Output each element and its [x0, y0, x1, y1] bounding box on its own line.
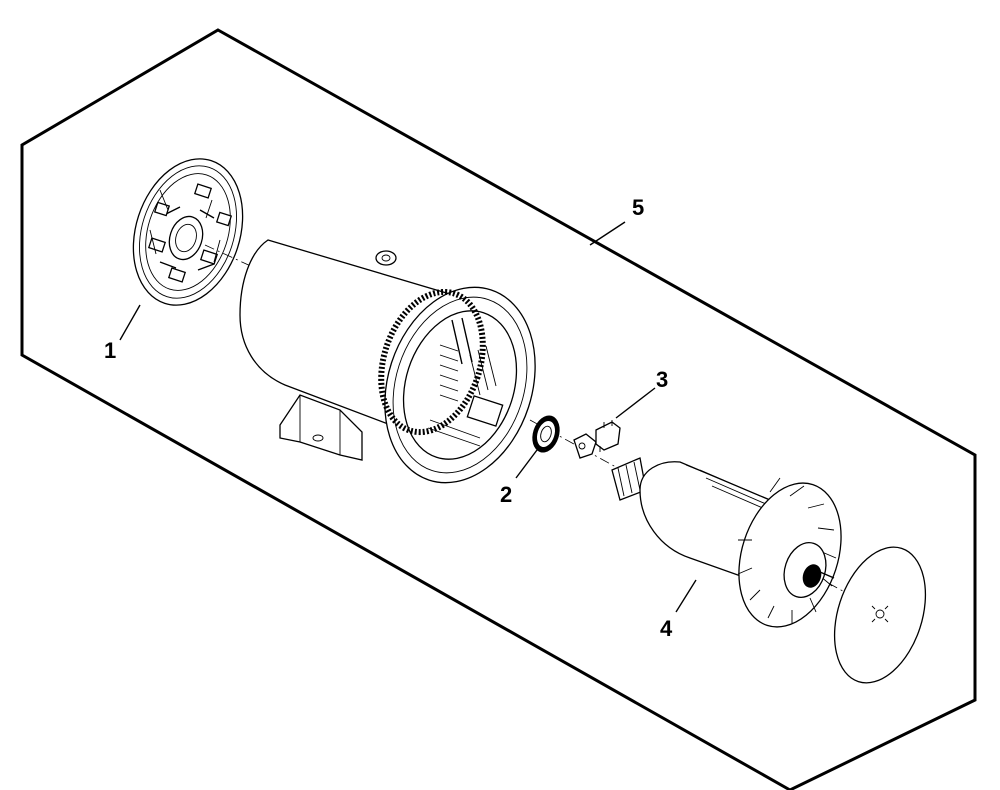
- rotor-assembly-part: [611, 457, 842, 628]
- rectifier-assembly-part: [573, 420, 621, 459]
- callout-1: 1: [104, 338, 116, 363]
- leader-lines: [119, 221, 697, 613]
- bearing-part: [532, 415, 560, 453]
- callout-2: 2: [500, 482, 512, 507]
- end-bracket-part: [132, 158, 244, 306]
- callout-5: 5: [632, 195, 644, 220]
- stator-frame-part: [239, 239, 536, 484]
- callout-3: 3: [656, 367, 668, 392]
- assembly-outline: [20, 28, 977, 790]
- fan-cover-disk: [833, 546, 927, 684]
- callout-4: 4: [660, 616, 673, 641]
- assembly-centerline: [204, 244, 906, 626]
